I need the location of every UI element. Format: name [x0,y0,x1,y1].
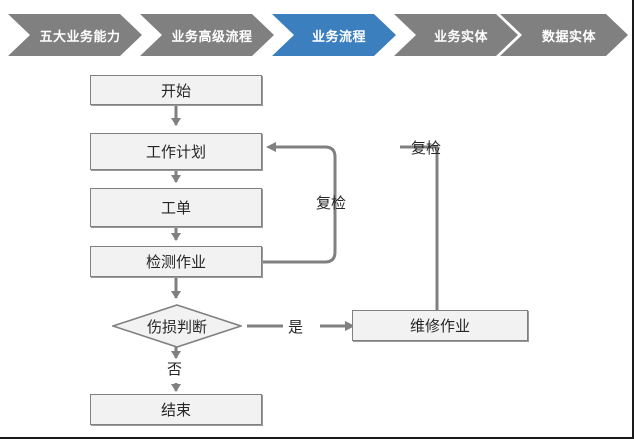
breadcrumb-item-3-label: 业务实体 [433,29,488,45]
node-end-label: 结束 [160,401,191,419]
breadcrumb-item-0[interactable]: 五大业务能力 [8,14,142,56]
node-damage-decision[interactable]: 伤损判断 [112,304,242,348]
node-end[interactable]: 结束 [90,394,262,425]
node-work-plan-label: 工作计划 [145,143,206,161]
breadcrumb-item-0-label: 五大业务能力 [39,29,121,45]
node-inspection-label: 检测作业 [145,253,206,271]
edge-label-yes: 是 [288,318,304,336]
breadcrumb-item-2-label: 业务流程 [311,29,366,45]
breadcrumb-item-4[interactable]: 数据实体 [500,14,628,56]
node-inspection[interactable]: 检测作业 [90,246,262,277]
node-start[interactable]: 开始 [90,75,262,105]
breadcrumb-item-1[interactable]: 业务高级流程 [140,14,274,56]
node-start-label: 开始 [160,81,191,100]
node-work-plan[interactable]: 工作计划 [90,133,262,170]
breadcrumb-item-2[interactable]: 业务流程 [272,14,396,56]
breadcrumb-item-4-label: 数据实体 [541,29,596,45]
breadcrumb-item-1-label: 业务高级流程 [171,29,253,45]
breadcrumb-item-3[interactable]: 业务实体 [394,14,518,56]
edge-recheck-outer [400,145,439,310]
node-work-order-label: 工单 [160,199,191,217]
diamond-shape [112,304,242,348]
edge-label-no: 否 [167,360,183,378]
node-repair[interactable]: 维修作业 [352,310,528,341]
node-work-order[interactable]: 工单 [90,188,262,227]
node-repair-label: 维修作业 [409,317,470,335]
edge-label-recheck-inner: 复检 [316,194,347,212]
edge-label-recheck-outer: 复检 [411,139,442,157]
breadcrumb: 五大业务能力 业务高级流程 业务流程 业务实体 数据实体 [0,14,632,56]
